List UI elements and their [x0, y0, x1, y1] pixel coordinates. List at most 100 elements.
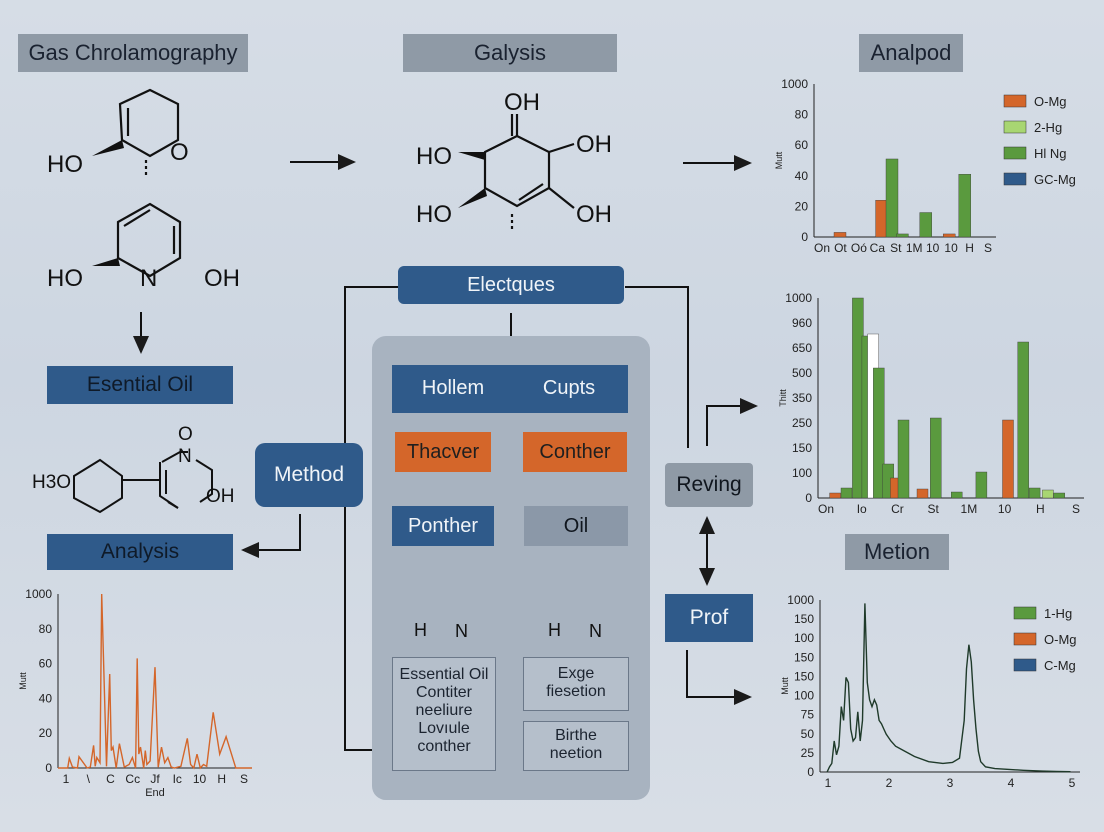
m2-oh-label: OH	[204, 265, 240, 292]
prof-button[interactable]: Prof	[665, 594, 753, 642]
x-tick-label: 3	[947, 776, 954, 790]
gas-chromatography-header: Gas Chrolamography	[18, 34, 248, 72]
chart-bar	[833, 232, 847, 238]
molecule-4	[73, 451, 213, 514]
x-tick-label: 2	[886, 776, 893, 790]
y-tick-label: 0	[805, 491, 812, 505]
x-tick-label: 10	[998, 502, 1012, 516]
note-line-1: Essential Oil	[399, 666, 489, 683]
conther-box[interactable]: Conther	[523, 432, 627, 472]
analpod-header: Analpod	[859, 34, 963, 72]
ponther-box[interactable]: Ponther	[392, 506, 494, 546]
hollem-label[interactable]: Hollem	[421, 377, 485, 399]
y-tick-label: 80	[795, 108, 809, 122]
chart-bar	[958, 174, 972, 238]
legend-swatch	[1003, 146, 1027, 160]
electques-box[interactable]: Electques	[398, 266, 624, 304]
x-tick-label: 10	[944, 241, 958, 255]
m1-o-label: O	[170, 139, 189, 166]
y-tick-label: 80	[39, 622, 53, 636]
legend-swatch	[1003, 120, 1027, 134]
legend-label: GC-Mg	[1034, 172, 1076, 187]
series-line	[58, 593, 252, 770]
y-tick-label: 350	[792, 391, 812, 405]
y-tick-label: 650	[792, 341, 812, 355]
y-tick-label: 20	[795, 199, 809, 213]
x-tick-label: Cc	[125, 772, 140, 786]
hjn-right-h: H	[548, 620, 561, 640]
y-tick-label: 960	[792, 316, 812, 330]
y-tick-label: 100	[792, 466, 812, 480]
y-tick-label: 20	[39, 726, 53, 740]
hjn-left-n: N	[455, 621, 468, 641]
y-tick-label: 500	[792, 366, 812, 380]
y-tick-label: 75	[801, 708, 815, 722]
y-tick-label: 60	[39, 657, 53, 671]
y-axis-label: Mutt	[780, 677, 790, 695]
m4-oh-label: OH	[206, 486, 235, 507]
y-tick-label: 25	[801, 746, 815, 760]
legend-swatch	[1013, 606, 1037, 620]
exge-line-1: Exge	[557, 665, 595, 682]
note-line-2: Contiter	[415, 684, 473, 701]
birthe-box: Birthe neetion	[523, 721, 629, 771]
m4-o-label: O	[178, 424, 193, 445]
y-tick-label: 100	[794, 689, 814, 703]
chart-bar	[885, 158, 899, 238]
chart-bar	[942, 233, 956, 238]
chart-bar	[1017, 341, 1029, 499]
legend-swatch	[1013, 658, 1037, 672]
chart-bar	[897, 419, 910, 499]
legend-label: C-Mg	[1044, 658, 1076, 673]
y-tick-label: 60	[795, 138, 809, 152]
hjn-left-h: H	[414, 620, 427, 640]
thacver-box[interactable]: Thacver	[395, 432, 491, 472]
x-tick-label: \	[87, 772, 91, 786]
note-line-3: neeliure	[415, 702, 473, 719]
m3-ho-left: HO	[416, 143, 452, 170]
exge-line-2: fiesetion	[546, 683, 606, 700]
m1-ho-label: HO	[47, 151, 83, 178]
y-tick-label: 250	[792, 416, 812, 430]
x-tick-label: 1M	[906, 241, 923, 255]
m2-ho-label: HO	[47, 265, 83, 292]
reving-button[interactable]: Reving	[665, 463, 753, 507]
birthe-line-1: Birthe	[555, 727, 597, 744]
y-tick-label: 1000	[787, 593, 814, 607]
legend-swatch	[1003, 94, 1027, 108]
x-axis-label: End	[145, 787, 165, 799]
m4-n-label: N	[178, 446, 192, 467]
m3-oh-right: OH	[576, 131, 612, 158]
x-tick-label: 10	[193, 772, 207, 786]
x-tick-label: H	[965, 241, 974, 255]
y-tick-label: 150	[794, 669, 814, 683]
chart-bar	[1002, 419, 1014, 499]
y-tick-label: 1000	[25, 587, 52, 601]
x-tick-label: On	[818, 502, 834, 516]
y-tick-label: 0	[807, 765, 814, 779]
hjn-right-n: N	[589, 621, 602, 641]
chart-bar	[919, 212, 933, 238]
molecule-1	[116, 88, 182, 278]
x-tick-label: S	[240, 772, 248, 786]
y-tick-label: 0	[801, 230, 808, 244]
oil-box[interactable]: Oil	[524, 506, 628, 546]
legend-label: 1-Hg	[1044, 606, 1072, 621]
x-tick-label: Io	[857, 502, 867, 516]
chart-bar	[829, 492, 841, 499]
galysis-header: Galysis	[403, 34, 617, 72]
cupts-label[interactable]: Cupts	[542, 377, 596, 399]
x-tick-label: Ca	[870, 241, 886, 255]
chart-bar	[930, 417, 942, 499]
x-tick-label: H	[217, 772, 226, 786]
x-tick-label: Cr	[891, 502, 904, 516]
chart-bar	[1053, 492, 1065, 499]
legend-swatch	[1003, 172, 1027, 186]
x-tick-label: Ic	[173, 772, 182, 786]
y-tick-label: 40	[795, 169, 809, 183]
method-button[interactable]: Method	[255, 443, 363, 507]
m2-n-label: N	[140, 265, 157, 292]
